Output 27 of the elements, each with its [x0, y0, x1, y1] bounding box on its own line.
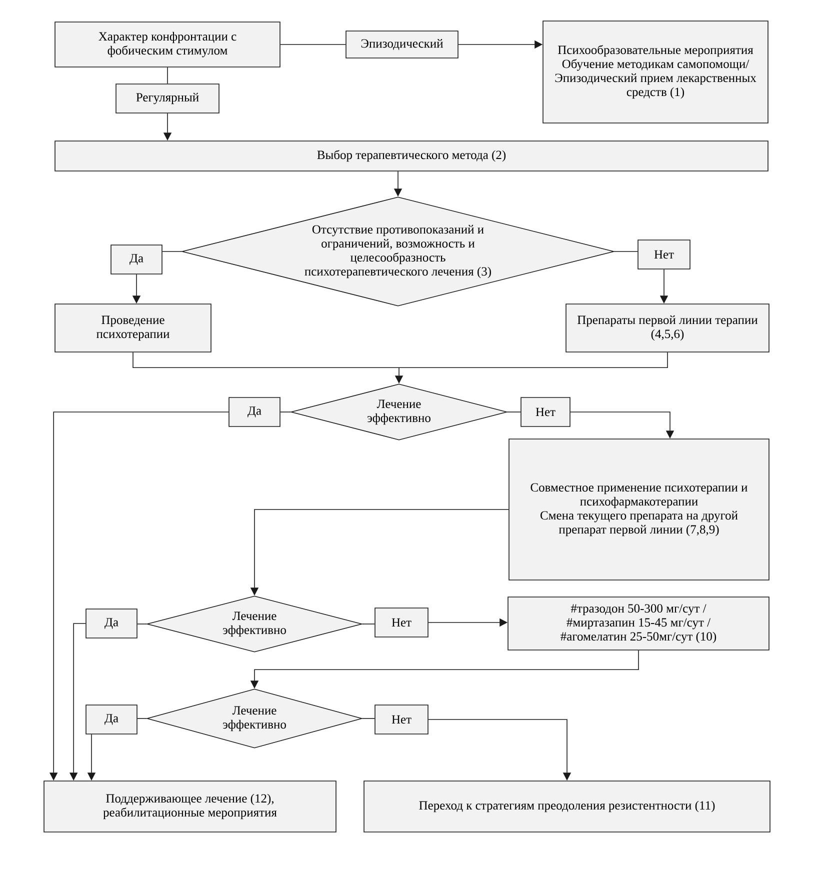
connector-line	[132, 352, 400, 368]
label-box: Нет	[638, 240, 690, 270]
connector-line	[362, 718, 375, 719]
label-box: Нет	[374, 608, 428, 638]
label-box: Нет	[520, 397, 570, 427]
connector-line	[162, 251, 182, 252]
connector-line	[167, 67, 168, 84]
connector-line	[398, 352, 668, 368]
process-box: Препараты первой линии терапии (4,5,6)	[566, 304, 770, 352]
label-box: Эпизодический	[346, 30, 458, 58]
process-box: Проведение психотерапии	[54, 304, 212, 352]
process-box: Характер конфронтации с фобическим стимулом	[54, 22, 280, 68]
label-box: Да	[86, 704, 138, 734]
label-box: Да	[86, 608, 138, 638]
label-box: Да	[228, 397, 280, 427]
label-box: Да	[110, 244, 162, 274]
process-box: #тразодон 50-300 мг/сут / #миртазапин 15-45 мг/сут / #агомелатин 25-50мг/сут (10)	[508, 596, 770, 650]
process-box: Переход к стратегиям преодоления резистентности (11)	[364, 780, 770, 832]
connector-line	[614, 251, 638, 252]
process-box: Совместное применение психотерапии и психофармакотерапии Смена текущего препарата на другой препарат первой линии (7,8,9)	[508, 438, 770, 580]
label-box: Нет	[374, 704, 428, 734]
label-box: Регулярный	[116, 84, 220, 114]
connector-line	[280, 44, 346, 45]
connector-line	[137, 718, 147, 719]
process-box: Поддерживающее лечение (12), реабилитационные мероприятия	[44, 780, 336, 832]
process-box: Психообразовательные мероприятия Обучение методикам самопомощи/ Эпизодический прием лекарственных средств (1)	[542, 20, 768, 124]
process-box: Выбор терапевтического метода (2)	[54, 140, 768, 172]
